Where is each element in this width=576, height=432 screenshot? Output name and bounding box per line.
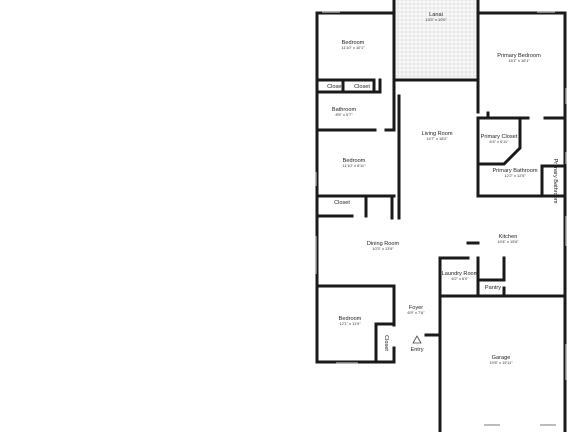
laundry-room-dimensions: 6'2" x 6'0"	[451, 276, 469, 281]
laundry-room-name: Laundry Room	[442, 271, 479, 277]
closet-2-name: Closet	[334, 200, 350, 206]
closet-3-name: Closet	[383, 335, 389, 351]
entry-name: Entry	[410, 347, 423, 353]
primary-bathroom-2-name: Primary Bathroom	[552, 158, 558, 203]
primary-bathroom-name: Primary Bathroom	[492, 168, 537, 174]
dining-room-dimensions: 10'3" x 13'9"	[372, 246, 394, 251]
interior-walls	[315, 78, 567, 364]
bathroom-dimensions: 8'5" x 5'7"	[335, 112, 353, 117]
windows	[315, 11, 567, 426]
room-labels: Lanai 13'3" x 10'0" Bedroom 11'10" x 10'…	[327, 12, 558, 365]
garage-name: Garage	[492, 355, 511, 361]
primary-bedroom-dimensions: 15'1" x 16'1"	[508, 58, 530, 63]
bedroom-1-name: Bedroom	[342, 40, 365, 46]
bedroom-1-dimensions: 11'10" x 10'1"	[341, 45, 365, 50]
lanai-name: Lanai	[429, 12, 443, 18]
closet-1b-name: Closet	[354, 84, 370, 90]
kitchen-dimensions: 19'4" x 15'6"	[497, 239, 519, 244]
primary-closet-dimensions: 6'4" x 6'11"	[490, 139, 510, 144]
bathroom-name: Bathroom	[332, 107, 357, 113]
lanai-dimensions: 13'3" x 10'0"	[425, 17, 447, 22]
closet-1a-name: Closet	[327, 84, 343, 90]
bedroom-3-name: Bedroom	[339, 316, 362, 322]
garage-dimensions: 19'6" x 19'11"	[489, 360, 513, 365]
pantry-name: Pantry	[485, 285, 501, 291]
foyer-name: Foyer	[409, 305, 423, 311]
bedroom-2-name: Bedroom	[343, 158, 366, 164]
bedroom-3-dimensions: 12'1" x 11'9"	[339, 321, 361, 326]
dining-room-name: Dining Room	[367, 241, 400, 247]
primary-bedroom-name: Primary Bedroom	[497, 53, 541, 59]
kitchen-name: Kitchen	[499, 234, 518, 240]
living-room-dimensions: 14'7" x 18'2"	[426, 136, 448, 141]
bedroom-2-dimensions: 11'10" x 8'11"	[343, 163, 367, 168]
living-room-name: Living Room	[421, 131, 452, 137]
foyer-dimensions: 6'9" x 7'6"	[407, 310, 425, 315]
entry-arrow-icon	[412, 335, 422, 344]
lanai-tile-area	[393, 0, 479, 78]
primary-closet-name: Primary Closet	[481, 134, 518, 140]
primary-bathroom-dimensions: 12'2" x 12'5"	[504, 173, 526, 178]
